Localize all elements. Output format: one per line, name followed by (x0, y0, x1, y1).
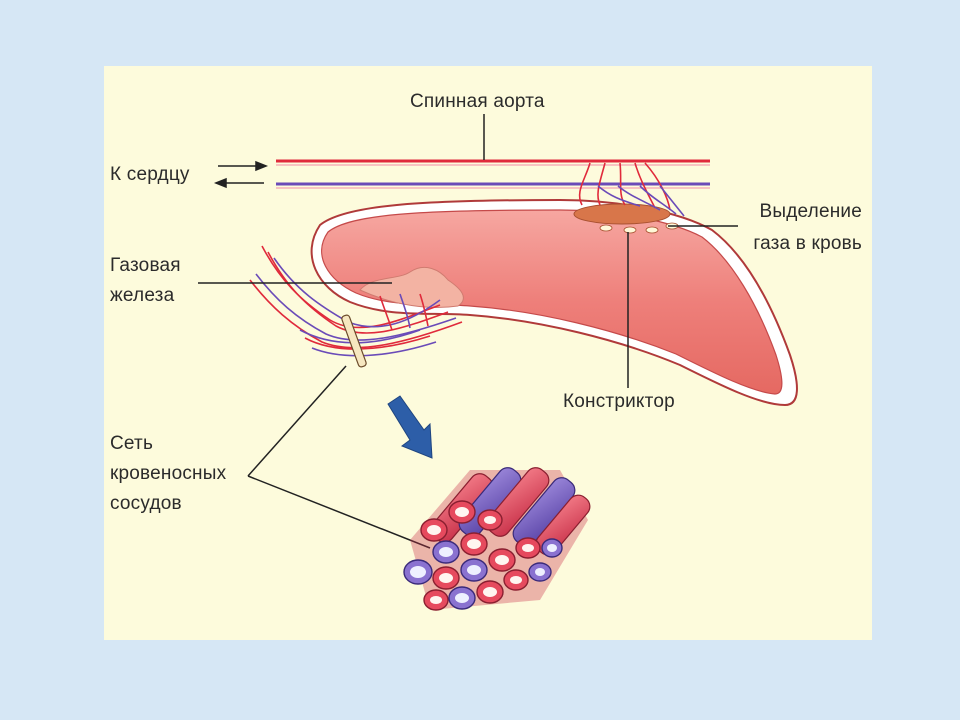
label-vessel-net-line3: сосудов (110, 493, 182, 514)
label-gas-release-line1: Выделение (759, 201, 862, 222)
vein-vessel (276, 182, 710, 189)
label-to-heart: К сердцу (110, 164, 190, 185)
aorta-vessel (276, 159, 710, 166)
label-gas-gland-line1: Газовая (110, 255, 181, 276)
gas-gland (359, 267, 464, 308)
release-capillaries (578, 162, 685, 217)
gas-release-site (573, 203, 679, 234)
constrictor-ring (341, 314, 367, 368)
label-aorta: Спинная аорта (410, 91, 545, 112)
label-gas-gland-line2: железа (110, 285, 175, 306)
label-gas-release-line2: газа в кровь (753, 233, 862, 254)
to-heart-arrows (213, 160, 269, 189)
leader-lines (198, 225, 738, 549)
label-vessel-net-line1: Сеть (110, 433, 154, 454)
label-constrictor: Констриктор (563, 391, 675, 412)
label-vessel-net-line2: кровеносных (110, 463, 227, 484)
zoom-arrow (387, 395, 433, 459)
vessel-bundle-cross-section (403, 467, 591, 611)
